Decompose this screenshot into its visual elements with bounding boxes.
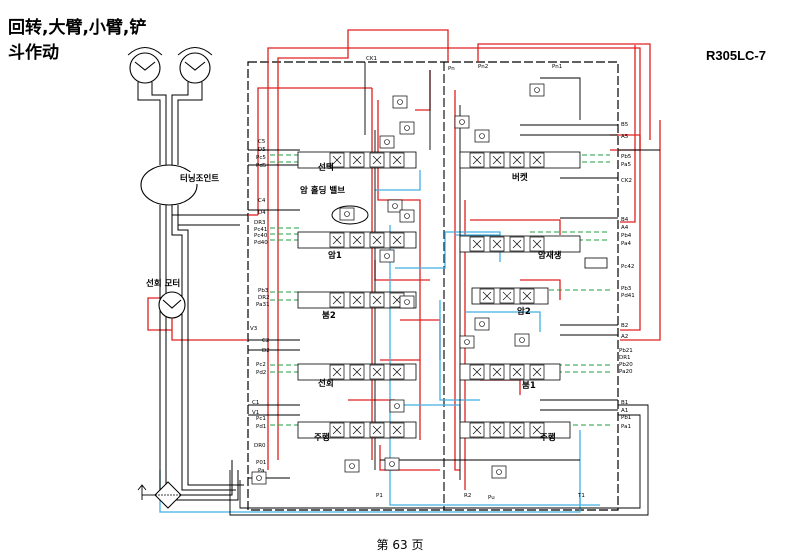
turning-joint-label: 터닝조인트 [180,173,219,184]
port-pd41: Pd41 [621,293,635,299]
title-line-1: 回转,大臂,小臂,铲 [8,18,147,38]
port-pd1: Pd1 [256,424,266,430]
port-v3: V3 [250,326,258,332]
port-b4: B4 [621,217,629,223]
port-a4: A4 [621,225,629,231]
motor-left [127,47,163,84]
port-d5: D5 [258,147,266,153]
port-labels: CK1 Pn Pn2 Pn1 B5 A5 Pb5 Pa5 CK2 C5 D5 P… [250,56,635,501]
port-pb5: Pb5 [621,154,632,160]
port-c4: C4 [258,198,266,204]
spool-arm-regen [459,235,608,269]
port-pc5: Pc5 [256,155,266,161]
port-pb3-right: Pb3 [621,286,632,292]
port-a5: A5 [621,134,629,140]
port-a1: A1 [621,408,628,414]
port-pa1: Pa1 [621,424,631,430]
port-pc41: Pc41 [254,227,267,233]
port-pn1: Pn1 [552,64,562,70]
port-pb20: Pb20 [619,362,633,368]
port-b1: B1 [621,400,628,406]
label-travel-right: 주행 [540,432,556,443]
diagram-title: 回转,大臂,小臂,铲 斗作动 [8,16,188,66]
port-dr0: DR0 [254,443,266,449]
port-ck2: CK2 [621,178,632,184]
port-pc42: Pc42 [621,264,634,270]
port-pn: Pn [448,66,455,72]
spool-arm2 [471,287,549,305]
label-bucket: 버켓 [512,172,528,183]
port-pd5: Pd5 [256,163,267,169]
port-b2: B2 [621,323,628,329]
port-dr3: DR3 [254,220,266,226]
port-p01: P01 [256,460,266,466]
port-d4: D4 [258,210,266,216]
port-pd2: Pd2 [256,370,266,376]
label-arm1: 암1 [328,250,342,261]
port-t1: T1 [577,493,585,499]
valve-spools [297,151,608,439]
port-pb1: Pb1 [621,415,631,421]
port-pn2: Pn2 [478,64,488,70]
port-c5: C5 [258,139,266,145]
valve-housing [247,61,619,511]
spool-swing [297,363,417,381]
label-option: 선택 [318,162,334,173]
section-labels: 선택 암 홀딩 밸브 버켓 암1 암재생 붐2 암2 선회 붐1 주행 주행 [300,162,562,443]
port-d2: D2 [262,348,270,354]
label-boom2: 붐2 [322,310,336,321]
port-pa5: Pa5 [621,162,631,168]
label-holding-valve: 암 홀딩 밸브 [300,185,345,196]
internal-lines [229,62,660,516]
port-ck1: CK1 [366,56,377,62]
port-pc2: Pc2 [256,362,266,368]
spool-arm1 [297,231,417,249]
page-number: 第 63 页 [376,538,424,552]
title-line-2: 斗作动 [8,43,59,63]
filter-symbol [137,481,230,509]
port-pc40: Pc40 [254,233,268,239]
holding-valve-marker [331,205,369,225]
port-pu: Pu [488,495,495,501]
port-c2: C2 [262,338,269,344]
port-dr1: DR1 [619,355,631,361]
spool-boom2 [297,291,417,309]
label-arm-regen: 암재생 [538,250,562,261]
port-r2: R2 [464,493,471,499]
port-pc1: Pc1 [256,416,266,422]
port-pa31: Pa31 [256,302,269,308]
port-pa20: Pa20 [619,369,633,375]
label-swing: 선회 [318,378,334,389]
port-pb21: Pb21 [619,348,633,354]
port-dr2: DR2 [258,295,270,301]
spool-travel-left [297,421,417,439]
spool-travel-right [459,421,571,439]
port-a2: A2 [621,334,628,340]
port-b5: B5 [621,122,629,128]
port-p1: P1 [376,493,383,499]
model-number: R305LC-7 [706,48,766,63]
hose-bundle [137,82,248,501]
spool-bucket [459,151,581,169]
label-boom1: 붐1 [522,380,536,391]
upper-actuators: 터닝조인트 [127,47,248,501]
spool-boom1 [459,363,561,381]
label-travel-left: 주행 [314,432,330,443]
port-pb4: Pb4 [621,233,632,239]
label-arm2: 암2 [517,306,531,317]
motor-right [177,47,213,84]
spool-option [297,151,417,169]
turning-joint [140,164,198,206]
port-c1: C1 [252,400,259,406]
port-pd40: Pd40 [254,240,268,246]
port-v1: V1 [252,410,259,416]
port-pa4: Pa4 [621,241,631,247]
port-pb3-left: Pb3 [258,288,269,294]
swing-motor-label: 선회 모터 [146,278,180,289]
port-pa: Pa [258,468,264,474]
swing-motor: 선회 모터 [146,278,186,319]
